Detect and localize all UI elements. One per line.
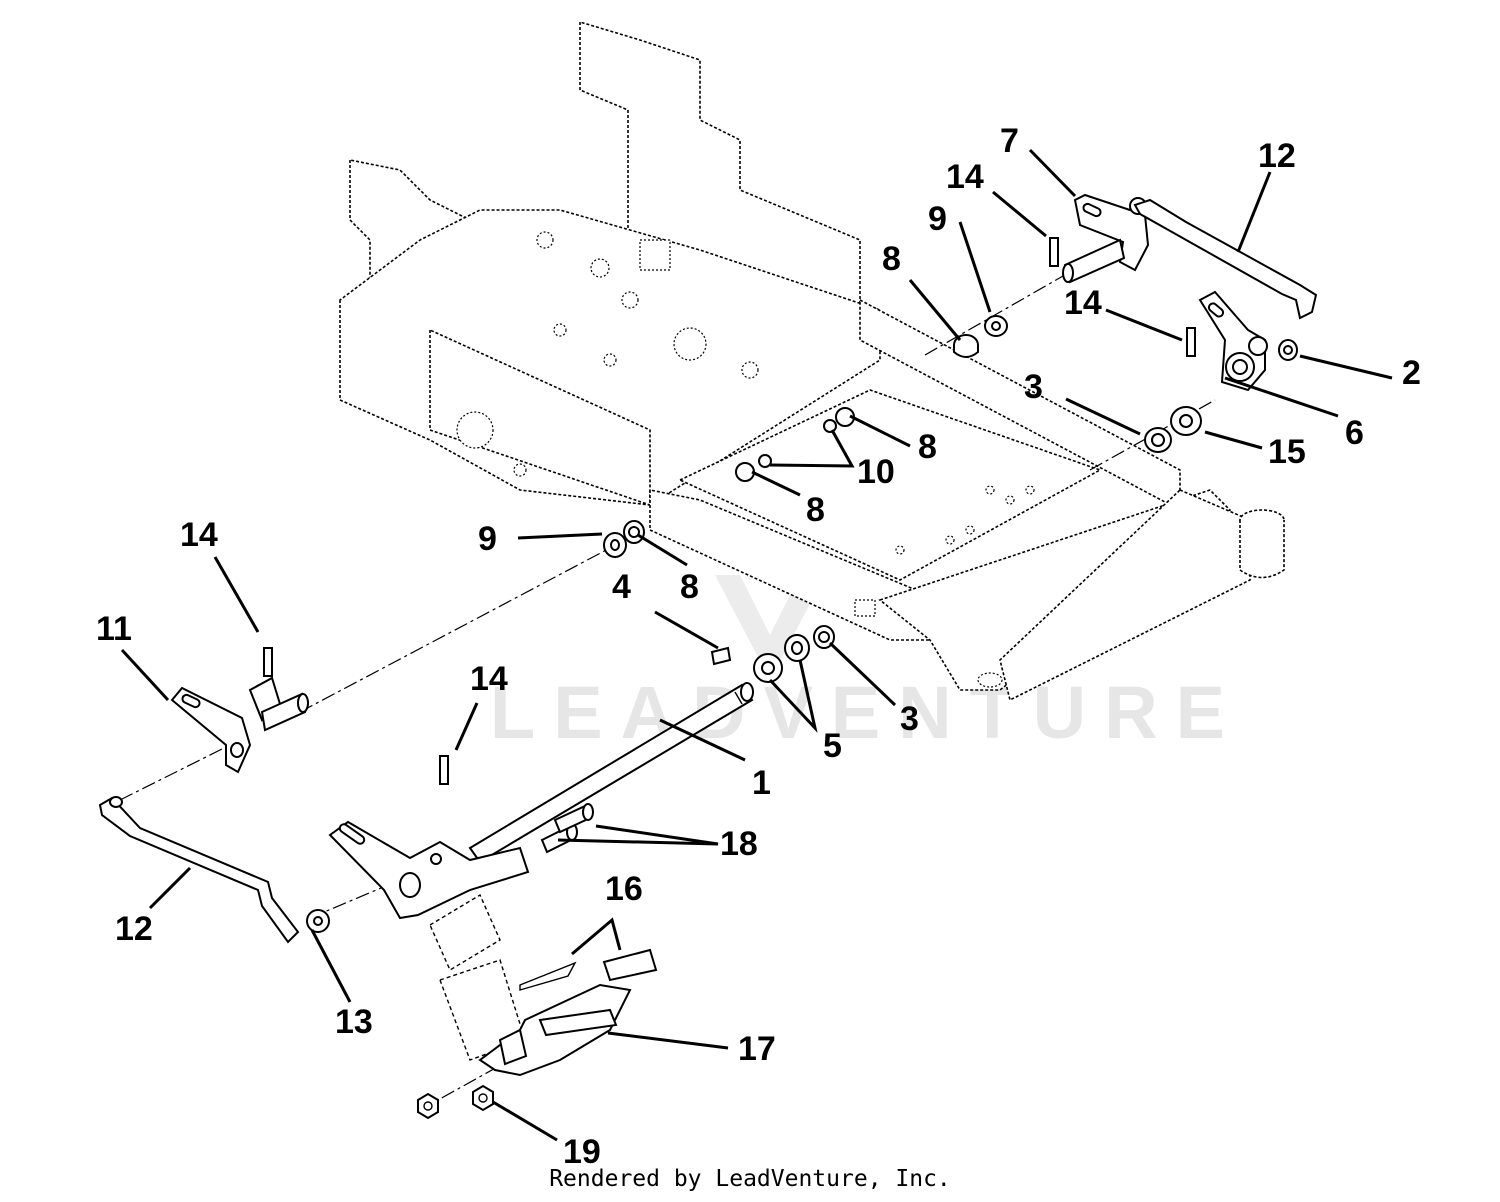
callout-1: 1: [752, 764, 771, 802]
watermark: LEADVENTURE: [490, 575, 1243, 754]
callout-2: 2: [1402, 354, 1421, 392]
callout-16: 16: [605, 870, 643, 908]
part-5-washers: [753, 634, 810, 683]
callout-18: 18: [720, 825, 758, 863]
callout-3: 3: [900, 700, 919, 738]
callout-14: 14: [470, 660, 508, 698]
part-13-washer: [306, 909, 330, 933]
callout-14: 14: [180, 516, 218, 554]
callouts: 1 2 3 3 4 5 6 7 8 8 8 8 9 9 10 11 12 12 …: [96, 122, 1421, 1171]
part-11-lift-arm: [170, 676, 309, 774]
callout-10: 10: [857, 453, 895, 491]
callout-12: 12: [115, 910, 153, 948]
callout-7: 7: [1000, 122, 1019, 160]
part-7-lift-arm: [1062, 193, 1150, 284]
callout-9: 9: [928, 200, 947, 238]
callout-5: 5: [823, 727, 842, 765]
part-12-lift-rods: [98, 198, 1318, 944]
part-14-roll-pins: [263, 237, 1196, 785]
callout-14: 14: [946, 158, 984, 196]
part-15-washer: [1170, 406, 1202, 436]
callout-19: 19: [563, 1133, 601, 1171]
callout-11: 11: [96, 610, 132, 648]
callout-17: 17: [738, 1030, 776, 1068]
mower-frame: [339, 20, 1285, 702]
footer-credit: Rendered by LeadVenture, Inc.: [549, 1166, 951, 1192]
callout-8: 8: [680, 568, 699, 606]
callout-15: 15: [1268, 433, 1306, 471]
callout-3: 3: [1024, 368, 1043, 406]
callout-8: 8: [806, 491, 825, 529]
watermark-text: LEADVENTURE: [490, 671, 1243, 754]
callout-8: 8: [918, 428, 937, 466]
callout-8: 8: [882, 240, 901, 278]
part-2-washer: [1278, 339, 1298, 361]
part-3-bushings: [813, 427, 1172, 649]
part-4-key: [710, 646, 732, 666]
part-6-arm: [1198, 290, 1268, 392]
part-8-bushings: [623, 334, 979, 544]
pedal-bracket: [328, 820, 530, 920]
callout-14: 14: [1064, 284, 1102, 322]
callout-4: 4: [612, 568, 631, 606]
callout-13: 13: [335, 1003, 373, 1041]
callout-9: 9: [478, 520, 497, 558]
part-10-clips: [758, 419, 837, 468]
part-19-nuts: [417, 1084, 494, 1120]
leader-lines: [120, 148, 1393, 1142]
part-9-washers: [603, 315, 1008, 558]
part-18-bolts: [540, 803, 594, 854]
callout-6: 6: [1345, 414, 1364, 452]
callout-12: 12: [1258, 137, 1296, 175]
pedal-assembly: [429, 893, 658, 1077]
